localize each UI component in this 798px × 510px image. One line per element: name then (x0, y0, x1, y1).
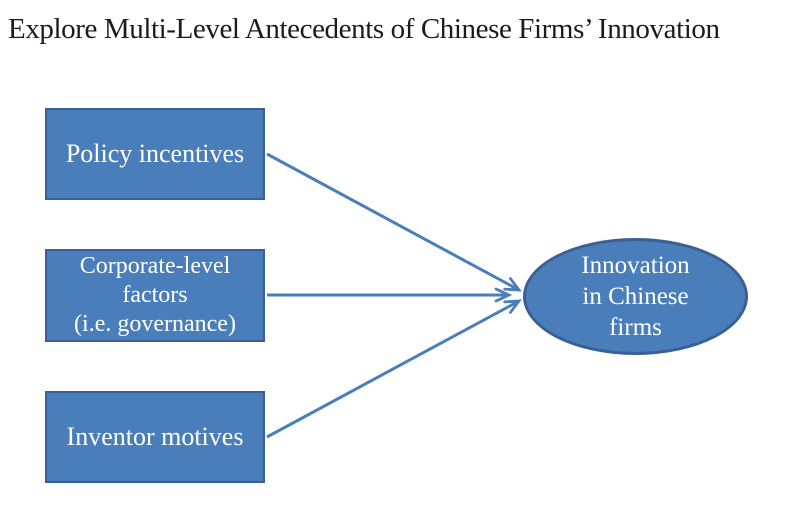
node-corporate-label-line1: Corporate-level (79, 253, 231, 279)
arrow-inventor-to-innovation (266, 299, 522, 439)
node-inventor-motives: Inventor motives (45, 391, 265, 483)
node-outcome-label-line2: in Chinese (582, 283, 689, 310)
diagram-title: Explore Multi-Level Antecedents of Chine… (8, 13, 720, 45)
node-corporate-label-line2: factors (122, 282, 188, 308)
node-policy-incentives: Policy incentives (45, 108, 265, 200)
node-inventor-motives-label: Inventor motives (66, 422, 244, 451)
node-outcome-label-line3: firms (609, 314, 662, 341)
node-corporate-level-factors: Corporate-level factors (i.e. governance… (45, 249, 265, 342)
node-corporate-label-line3: (i.e. governance) (74, 311, 236, 337)
arrow-policy-to-innovation (266, 152, 522, 292)
node-innovation-in-chinese-firms: Innovation in Chinese firms (523, 238, 748, 355)
node-policy-incentives-label: Policy incentives (65, 139, 245, 168)
node-outcome-label-line1: Innovation (581, 252, 690, 279)
